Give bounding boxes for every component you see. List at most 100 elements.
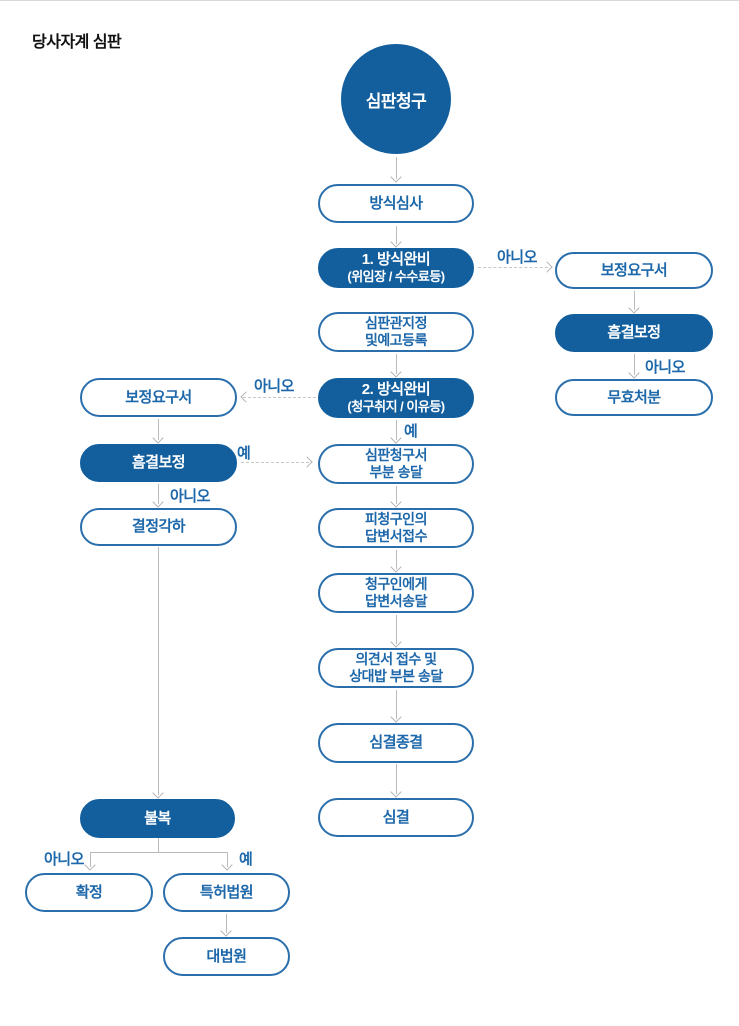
edge-label-yes: 예 — [239, 851, 253, 868]
arrowhead-down-icon — [628, 367, 640, 379]
node-claimant-answer-service: 청구인에게 답변서송달 — [318, 573, 474, 613]
connector-appeal-to-confirmation — [90, 852, 91, 867]
node-sublabel: 답변서송달 — [365, 593, 427, 609]
node-label: 의견서 접수 및 — [355, 651, 437, 668]
node-sublabel: 답변서접수 — [365, 528, 427, 544]
arrowhead-down-icon — [390, 786, 402, 798]
edge-label-no: 아니오 — [645, 359, 685, 376]
node-invalidation-disposition: 무효처분 — [555, 379, 713, 416]
node-trial-request: 심판청구 — [341, 44, 451, 154]
arrowhead-down-icon — [84, 859, 96, 871]
node-label: 방식심사 — [369, 194, 423, 212]
node-formality-exam: 방식심사 — [318, 184, 474, 223]
node-respondent-answer-receipt: 피청구인의 답변서접수 — [318, 508, 474, 548]
node-label: 피청구인의 — [365, 511, 427, 528]
connector-dismissal-to-appeal — [158, 547, 159, 795]
node-correction-request-left: 보정요구서 — [80, 378, 237, 417]
arrowhead-down-icon — [152, 787, 164, 799]
edge-label-yes: 예 — [237, 445, 251, 462]
node-trial-decision: 심결 — [318, 798, 474, 837]
connector-complete1-no-branch — [478, 267, 548, 268]
node-sublabel: 부분 송달 — [369, 464, 423, 480]
connector-patent-to-supreme — [226, 914, 227, 933]
connector-correction-left-to-defect — [158, 419, 159, 440]
node-label: 흠결보정 — [607, 324, 661, 342]
connector-claimant-to-opinion — [396, 615, 397, 644]
arrowhead-down-icon — [220, 925, 232, 937]
connector-opinion-to-close — [396, 690, 397, 719]
arrowhead-down-icon — [390, 636, 402, 648]
page-title: 당사자계 심판 — [32, 34, 122, 51]
arrowhead-down-icon — [390, 711, 402, 723]
node-sublabel: 및예고등록 — [365, 332, 427, 348]
arrowhead-down-icon — [390, 236, 402, 248]
edge-label-no: 아니오 — [497, 249, 537, 266]
node-label: 보정요구서 — [600, 261, 668, 279]
node-patent-court: 특허법원 — [163, 873, 290, 912]
node-label: 결정각하 — [131, 518, 186, 536]
node-sublabel: (위임장 / 수수료등) — [347, 269, 445, 285]
edge-label-no: 아니오 — [254, 378, 294, 395]
node-label: 심결 — [382, 808, 410, 826]
arrowhead-down-icon — [390, 432, 402, 444]
connector-designation-to-complete2 — [396, 354, 397, 374]
connector-complete2-to-service — [396, 420, 397, 440]
node-label: 대법원 — [206, 947, 247, 965]
node-label: 특허법원 — [199, 883, 254, 901]
arrowhead-down-icon — [221, 859, 233, 871]
node-sublabel: (청구취지 / 이유등) — [347, 399, 445, 415]
node-sublabel: 상대밥 부본 송달 — [349, 668, 443, 684]
arrowhead-down-icon — [390, 496, 402, 508]
node-judge-designation: 심판관지정 및예고등록 — [318, 312, 474, 352]
connector-appeal-stem — [158, 838, 159, 852]
arrowhead-down-icon — [152, 496, 164, 508]
arrowhead-down-icon — [390, 171, 402, 183]
node-label: 보정요구서 — [125, 388, 192, 406]
connector-appeal-split — [90, 852, 227, 853]
arrowhead-down-icon — [628, 302, 640, 314]
edge-label-no: 아니오 — [44, 851, 84, 868]
connector-start-to-formality-exam — [396, 157, 397, 179]
node-defect-correction-right: 흠결보정 — [555, 314, 713, 352]
node-label: 심결종결 — [369, 734, 423, 752]
edge-label-no: 아니오 — [170, 488, 210, 505]
node-appeal: 불복 — [80, 799, 235, 838]
node-label: 1. 방식완비 — [361, 251, 431, 269]
node-label: 불복 — [144, 809, 171, 827]
connector-service-to-respondent — [396, 486, 397, 504]
node-label: 심판청구 — [365, 91, 427, 111]
edge-label-yes: 예 — [404, 423, 418, 440]
connector-close-to-decision — [396, 764, 397, 794]
connector-formality-exam-to-complete1 — [396, 226, 397, 244]
node-label: 2. 방식완비 — [361, 381, 431, 399]
node-formality-complete-2: 2. 방식완비 (청구취지 / 이유등) — [318, 378, 474, 418]
arrowhead-left-icon — [240, 391, 252, 403]
node-opinion-receipt-service: 의견서 접수 및 상대밥 부본 송달 — [318, 648, 474, 688]
node-trial-close: 심결종결 — [318, 723, 474, 763]
connector-defect-left-yes-branch — [241, 462, 309, 463]
node-label: 심판청구서 — [365, 447, 427, 464]
connector-defect-left-to-dismissal — [158, 484, 159, 504]
arrowhead-down-icon — [390, 561, 402, 573]
arrowhead-right-icon — [541, 261, 553, 273]
connector-correction-right-to-defect — [634, 291, 635, 310]
connector-defect-right-to-invalidation — [634, 354, 635, 375]
arrowhead-down-icon — [390, 366, 402, 378]
connector-appeal-to-patent-court — [227, 852, 228, 867]
node-supreme-court: 대법원 — [163, 937, 290, 976]
node-defect-correction-left: 흠결보정 — [80, 444, 237, 482]
node-final-confirmation: 확정 — [25, 873, 153, 912]
node-label: 흠결보정 — [131, 454, 186, 472]
node-label: 심판관지정 — [365, 315, 427, 332]
node-label: 확정 — [75, 883, 103, 901]
arrowhead-down-icon — [152, 432, 164, 444]
connector-respondent-to-claimant — [396, 550, 397, 569]
node-decision-dismissal: 결정각하 — [80, 508, 237, 546]
node-label: 청구인에게 — [365, 576, 427, 593]
node-correction-request-right: 보정요구서 — [555, 252, 713, 289]
node-formality-complete-1: 1. 방식완비 (위임장 / 수수료등) — [318, 248, 474, 288]
connector-complete2-no-branch — [243, 397, 316, 398]
node-label: 무효처분 — [607, 388, 661, 406]
arrowhead-right-icon — [301, 456, 313, 468]
